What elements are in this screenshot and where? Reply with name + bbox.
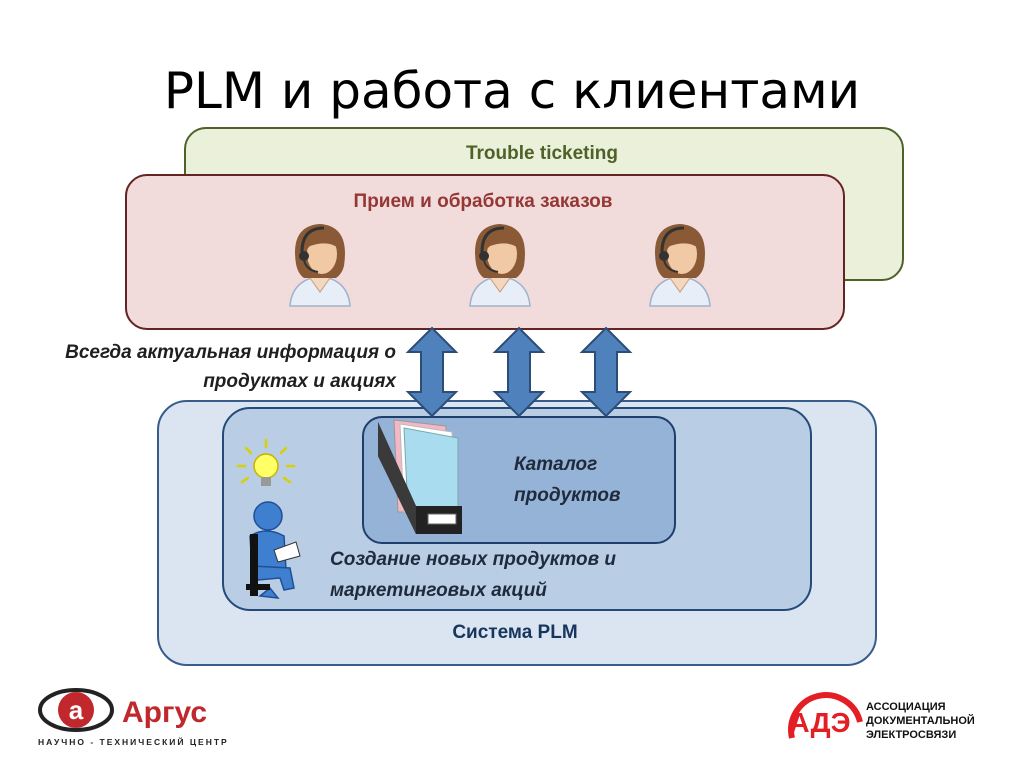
operator-icon <box>649 224 711 307</box>
lightbulb-icon <box>236 438 296 486</box>
catalog-line-1: Каталог <box>514 454 598 475</box>
creation-label: Создание новых продуктов и маркетинговых… <box>330 544 730 606</box>
argus-logo-name: Аргус <box>122 696 207 729</box>
association-logo-letters: АДЭ <box>789 707 850 738</box>
creation-line-1: Создание новых продуктов и <box>330 549 617 570</box>
double-arrow-icon <box>579 326 633 418</box>
argus-logo-letter: a <box>69 695 84 725</box>
association-name: АССОЦИАЦИЯ ДОКУМЕНТАЛЬНОЙ ЭЛЕКТРОСВЯЗИ <box>866 700 1016 742</box>
association-line-2: ДОКУМЕНТАЛЬНОЙ <box>866 715 975 727</box>
association-line-3: ЭЛЕКТРОСВЯЗИ <box>866 729 957 741</box>
side-note-line-1: Всегда актуальная информация о <box>65 342 396 363</box>
double-arrow-icon <box>405 326 459 418</box>
argus-logo: a Аргус <box>38 688 207 732</box>
association-logo: АДЭ <box>788 692 863 739</box>
plm-system-label: Система PLM <box>452 622 578 643</box>
double-arrows <box>405 326 633 418</box>
catalog-line-2: продуктов <box>514 485 621 506</box>
trouble-ticketing-label: Trouble ticketing <box>465 143 619 164</box>
idea-person-icon <box>236 438 301 599</box>
argus-subtitle: НАУЧНО - ТЕХНИЧЕСКИЙ ЦЕНТР <box>38 737 229 747</box>
side-note: Всегда актуальная информация о продуктах… <box>0 338 396 396</box>
association-line-1: АССОЦИАЦИЯ <box>866 701 946 713</box>
catalog-label: Каталог продуктов <box>514 449 664 511</box>
side-note-line-2: продуктах и акциях <box>203 371 396 392</box>
double-arrow-icon <box>492 326 546 418</box>
creation-line-2: маркетинговых акций <box>330 580 547 601</box>
operator-icon <box>469 224 531 307</box>
order-processing-label: Прием и обработка заказов <box>353 191 613 212</box>
operator-icon <box>289 224 351 307</box>
folder-holder-icon <box>378 419 462 534</box>
slide-title: PLM и работа с клиентами <box>163 62 861 120</box>
